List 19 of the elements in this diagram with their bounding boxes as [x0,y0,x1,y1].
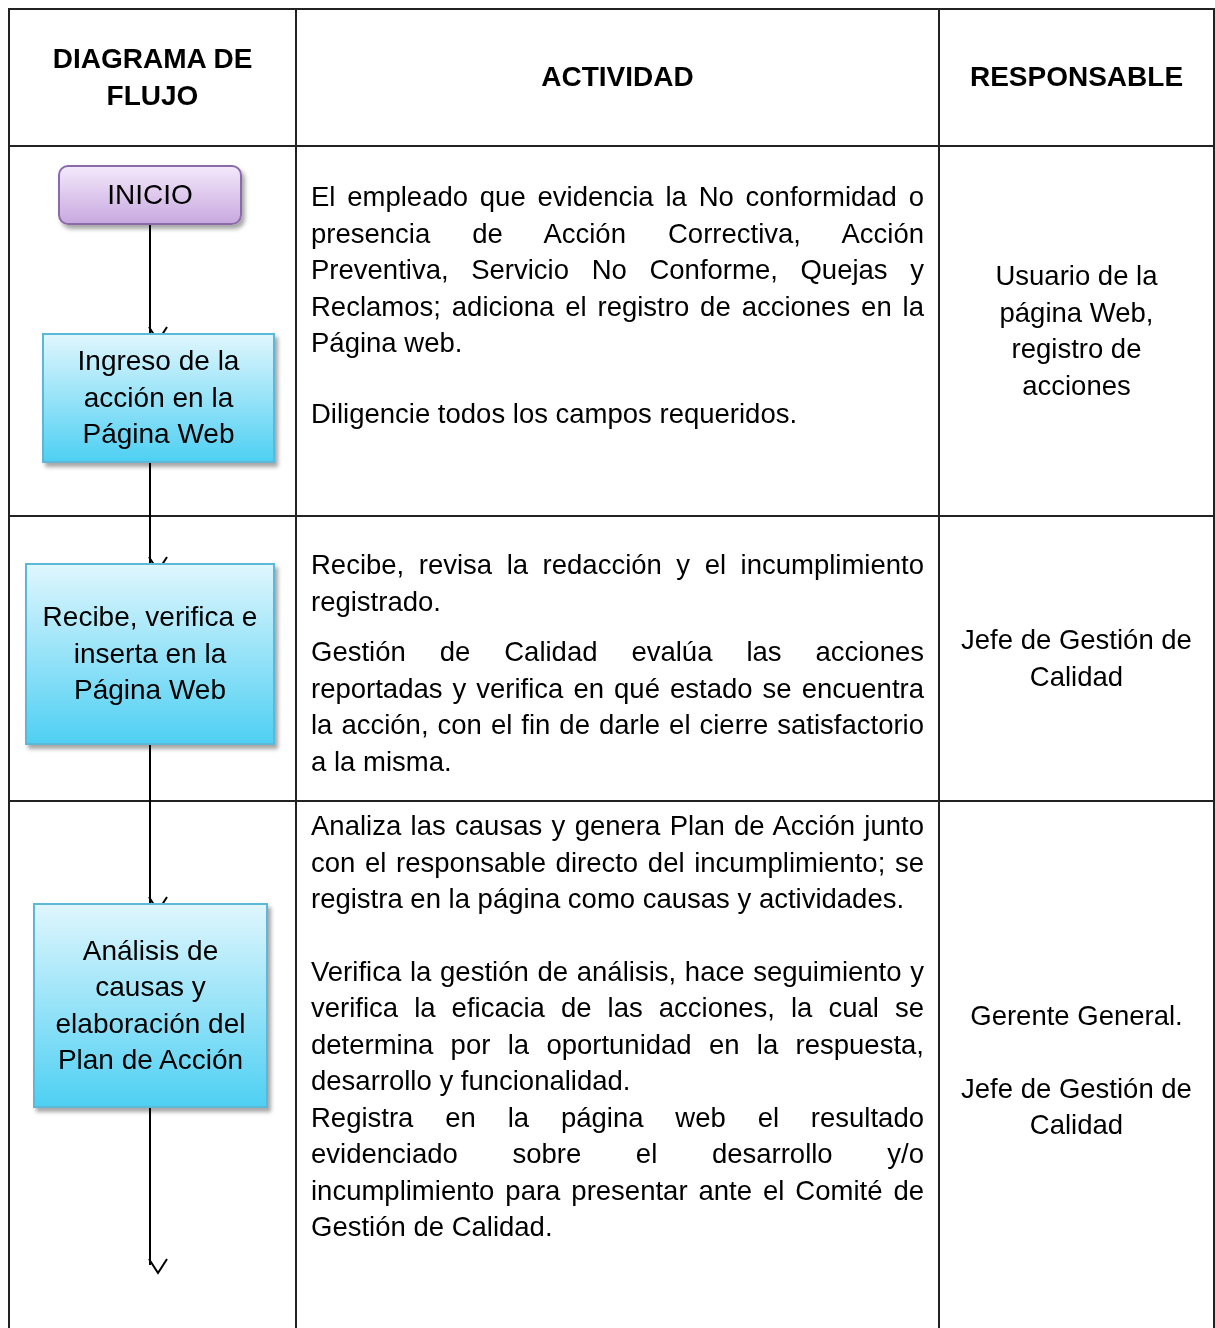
column-header: ACTIVIDAD [540,60,695,95]
table-text: Gerente General. [969,999,1184,1034]
table-text: Analiza las causas y genera Plan de Acción junto con el responsable directo del incumplimiento; se registra en la página como causas y actividades. [311,809,924,916]
table-text: El empleado que evidencia la No conformidad o presencia de Acción Correctiva, Acción Preventiva, Servicio No Conforme, Quejas y Reclamos; adiciona el registro de acciones en la Página web. [311,180,924,360]
arrow [148,1107,168,1274]
table-text: Registra en la página web el resultado evidenciado sobre el desarrollo y/o incumplimiento para presentar ante el Comité de Gestión de Calidad. [311,1100,924,1244]
process-box: Recibe, verifica e inserta en la Página Web [25,563,275,745]
table-text: Gestión de Calidad evalúa las acciones reportadas y verifica en qué estado se encuentra la acción, con el fin de darle el cierre satisfactorio a la misma. [311,635,924,779]
table-text: Jefe de Gestión de Calidad [960,623,1193,694]
table-text: Recibe, revisa la redacción y el incumplimiento registrado. [311,548,924,619]
table-text: Usuario de la página Web, registro de acciones [994,259,1159,403]
table-text: Jefe de Gestión de Calidad [960,1071,1193,1143]
column-header: DIAGRAMA DE FLUJO [51,42,254,113]
column-header: RESPONSABLE [968,60,1185,95]
table-text: Verifica la gestión de análisis, hace seguimiento y verifica la eficacia de las acciones, la cual se determina por la oportunidad en la respuesta, desarrollo y funcionalidad. [311,954,924,1098]
table-text: Diligencie todos los campos requeridos. [311,396,799,431]
process-box: Análisis de causas y elaboración del Plan de Acción [33,903,268,1108]
start-box: INICIO [58,165,242,225]
process-box: Ingreso de la acción en la Página Web [42,333,275,463]
